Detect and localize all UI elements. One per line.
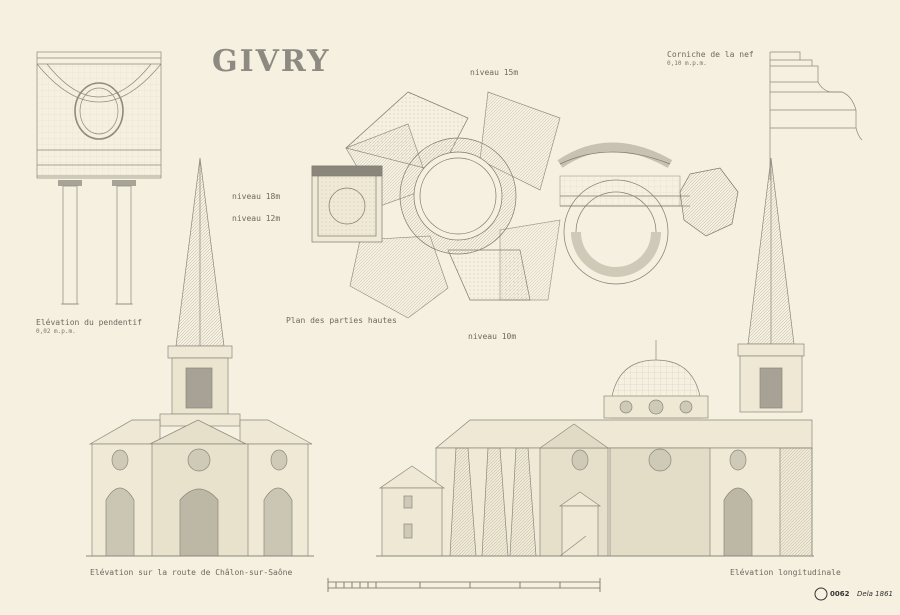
archive-stamp xyxy=(814,587,828,601)
floor-plan xyxy=(311,91,739,319)
label-corniche: Corniche de la nef xyxy=(667,50,754,59)
front-elevation xyxy=(86,157,314,557)
label-niveau-15: niveau 15m xyxy=(470,68,519,77)
label-elevation-route: Elévation sur la route de Châlon-sur-Saô… xyxy=(90,568,293,577)
archive-number: 0062 xyxy=(830,590,850,598)
label-niveau-18: niveau 18m xyxy=(232,192,281,201)
scale-bar xyxy=(327,578,601,592)
signature: Dela 1861 xyxy=(857,590,893,598)
drawing-title: GIVRY xyxy=(212,44,331,79)
label-corniche-scale: 0,10 m.p.m. xyxy=(667,60,707,67)
label-pendentif: Elévation du pendentif xyxy=(36,318,142,327)
longitudinal-elevation xyxy=(376,157,814,557)
label-niveau-10: niveau 10m xyxy=(468,332,517,341)
label-pendentif-scale: 0,02 m.p.m. xyxy=(36,328,76,335)
label-plan: Plan des parties hautes xyxy=(286,316,397,325)
label-elevation-longitudinale: Elévation longitudinale xyxy=(730,568,841,577)
corniche-profile xyxy=(769,51,863,180)
pendentif-elevation xyxy=(36,51,162,305)
label-niveau-12: niveau 12m xyxy=(232,214,281,223)
